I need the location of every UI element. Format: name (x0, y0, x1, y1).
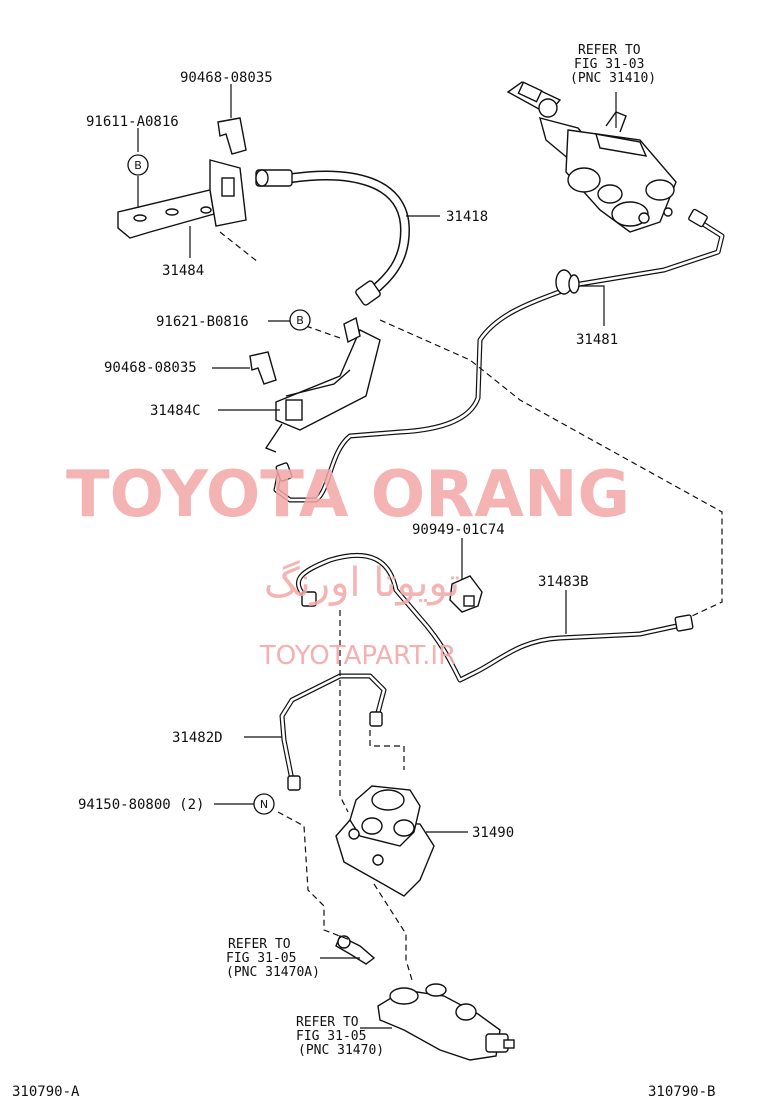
clutch-damper-31490 (335, 785, 435, 897)
label-90468-mid: 90468-08035 (104, 360, 197, 376)
label-31490: 31490 (472, 825, 514, 841)
reference-bottom-line3: (PNC 31470) (298, 1043, 384, 1058)
reference-top-line1: REFER TO (578, 43, 641, 58)
label-31484c: 31484C (150, 403, 201, 419)
watermark-site: TOYOTAPART.IR (259, 641, 456, 671)
leader-lines (137, 84, 617, 1029)
label-91611: 91611-A0816 (86, 114, 179, 130)
tube-31483b (295, 553, 694, 683)
union-90949 (449, 575, 483, 613)
label-94150: 94150-80800 (2) (78, 797, 204, 813)
marker-n: N (253, 793, 275, 815)
label-31482d: 31482D (172, 730, 223, 746)
clutch-master-cylinder (506, 81, 677, 233)
label-90949: 90949-01C74 (412, 522, 505, 538)
reference-mid-line1: REFER TO (228, 937, 291, 952)
footer-code-left: 310790-A (12, 1084, 80, 1100)
label-31483b: 31483B (538, 574, 589, 590)
reference-bottom-line2: FIG 31-05 (296, 1029, 366, 1044)
reference-note-top: REFER TO FIG 31-03 (PNC 31410) (570, 43, 656, 86)
watermark-brand: TOYOTA ORANG (66, 458, 630, 532)
reference-note-mid: REFER TO FIG 31-05 (PNC 31470A) (226, 937, 320, 980)
flexible-hose-31418 (255, 169, 411, 306)
reference-bottom-line1: REFER TO (296, 1015, 359, 1030)
label-31481: 31481 (576, 332, 618, 348)
marker-b-lower-text: B (296, 314, 304, 327)
label-90468-top: 90468-08035 (180, 70, 273, 86)
footer-code-right: 310790-B (648, 1084, 715, 1100)
tube-31482d (279, 673, 387, 791)
bracket-31484 (117, 117, 247, 239)
reference-mid-line3: (PNC 31470A) (226, 965, 320, 980)
marker-n-text: N (260, 798, 268, 811)
marker-b-upper: B (127, 154, 149, 176)
watermark-brand-fa: تویوتا اورنگ (264, 560, 460, 606)
marker-b-upper-text: B (134, 159, 142, 172)
bracket-31484c (249, 316, 381, 453)
clutch-release-cylinder (377, 983, 515, 1061)
reference-note-bottom: REFER TO FIG 31-05 (PNC 31470) (296, 1015, 384, 1058)
reference-top-line3: (PNC 31410) (570, 71, 656, 86)
tube-31481 (273, 208, 725, 503)
dashed-connections (219, 231, 723, 981)
bleeder-bolt (335, 935, 376, 965)
label-91621: 91621-B0816 (156, 314, 249, 330)
label-31484: 31484 (162, 263, 204, 279)
label-31418: 31418 (446, 209, 488, 225)
marker-b-lower: B (289, 309, 311, 331)
reference-top-line2: FIG 31-03 (574, 57, 644, 72)
reference-mid-line2: FIG 31-05 (226, 951, 296, 966)
